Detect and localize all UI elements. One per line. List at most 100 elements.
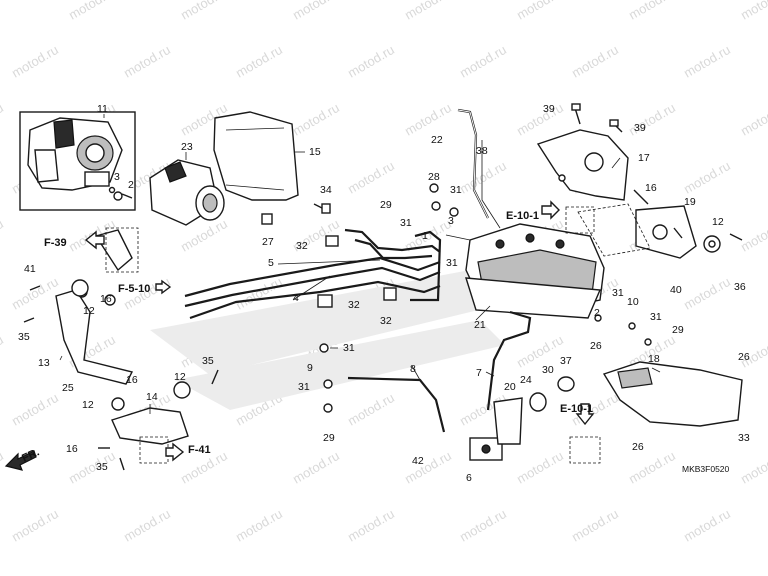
callout-29: 29 [323, 432, 335, 444]
callout-32: 32 [348, 299, 360, 311]
watermark-text: motod.ru [457, 42, 509, 81]
bolt-part [261, 203, 331, 225]
callout-34: 34 [320, 184, 332, 196]
washer-part [319, 183, 652, 413]
callout-13: 13 [38, 357, 50, 369]
watermark-text: motod.ru [402, 0, 454, 23]
watermark-text: motod.ru [738, 448, 768, 487]
diagram-code: MKB3F0520 [682, 464, 730, 474]
callout-31: 31 [612, 287, 624, 299]
brake-pipe-part [184, 228, 442, 320]
callout-23: 23 [181, 141, 193, 153]
callout-29: 29 [380, 199, 392, 211]
callout-9: 9 [307, 362, 313, 374]
watermark-text: motod.ru [402, 100, 454, 139]
callout-25: 25 [62, 382, 74, 394]
callout-31: 31 [650, 311, 662, 323]
watermark-text: motod.ru [233, 42, 285, 81]
callout-30: 30 [542, 364, 554, 376]
watermark-text: motod.ru [681, 506, 733, 545]
bolt-part [23, 285, 219, 471]
reference-label-f39: F-39 [44, 237, 67, 249]
callout-14: 14 [146, 391, 158, 403]
callout-33: 33 [738, 432, 750, 444]
watermark-text: motod.ru [121, 506, 173, 545]
callout-16: 16 [66, 443, 78, 455]
callout-26: 26 [590, 340, 602, 352]
callout-10: 10 [627, 296, 639, 308]
watermark-text: motod.ru [569, 506, 621, 545]
callout-22: 22 [431, 134, 443, 146]
front-marker-label: FR. [20, 446, 41, 464]
reference-label-e10-1-top: E-10-1 [506, 210, 539, 222]
plate-part [577, 203, 697, 259]
hose-part [457, 108, 489, 219]
callout-17: 17 [638, 152, 650, 164]
watermark-text: motod.ru [290, 100, 342, 139]
watermark-text: motod.ru [569, 42, 621, 81]
callout-31: 31 [343, 342, 355, 354]
watermark-text: motod.ru [457, 506, 509, 545]
watermark-text: motod.ru [345, 42, 397, 81]
cylinder-part [149, 159, 225, 226]
watermark-text: motod.ru [345, 390, 397, 429]
callout-16: 16 [645, 182, 657, 194]
callout-8: 8 [410, 363, 416, 375]
callout-32: 32 [380, 315, 392, 327]
callout-28: 28 [428, 171, 440, 183]
callout-20: 20 [504, 381, 516, 393]
reference-arrow [84, 200, 595, 462]
callout-2: 2 [594, 307, 600, 319]
watermark-text: motod.ru [681, 158, 733, 197]
callout-27: 27 [262, 236, 274, 248]
callout-12: 12 [83, 305, 95, 317]
callout-41: 41 [24, 263, 36, 275]
callout-1: 1 [422, 230, 428, 242]
callout-2: 2 [128, 179, 134, 191]
callout-29: 29 [672, 324, 684, 336]
watermark-text: motod.ru [9, 274, 61, 313]
bracket-part [55, 229, 134, 385]
callout-16: 16 [126, 374, 138, 386]
callout-16: 16 [100, 293, 112, 305]
callout-5: 5 [268, 257, 274, 269]
watermark-text: motod.ru [290, 0, 342, 23]
watermark-text: motod.ru [514, 332, 566, 371]
callout-21: 21 [474, 319, 486, 331]
brake-pipe-part [347, 310, 532, 433]
callout-38: 38 [476, 145, 488, 157]
bolt-part [571, 103, 683, 239]
callout-6: 6 [466, 472, 472, 484]
watermark-text: motod.ru [514, 448, 566, 487]
leader-lines [59, 114, 661, 414]
callout-3: 3 [448, 215, 454, 227]
watermark-text: motod.ru [66, 0, 118, 23]
watermark-text: motod.ru [738, 216, 768, 255]
callout-31: 31 [450, 184, 462, 196]
watermark-text: motod.ru [9, 390, 61, 429]
watermark-text: motod.ru [9, 42, 61, 81]
callout-32: 32 [296, 240, 308, 252]
callout-15: 15 [309, 146, 321, 158]
background-wing-logo [150, 270, 520, 410]
callout-37: 37 [560, 355, 572, 367]
bushing-part [71, 279, 191, 411]
callout-18: 18 [648, 353, 660, 365]
watermark-text: motod.ru [233, 506, 285, 545]
watermark-text: motod.ru [0, 216, 6, 255]
watermark-text: motod.ru [345, 506, 397, 545]
watermark-text: motod.ru [681, 42, 733, 81]
callout-36: 36 [734, 281, 746, 293]
callout-40: 40 [670, 284, 682, 296]
watermark-text: motod.ru [738, 100, 768, 139]
watermark-text: motod.ru [0, 448, 6, 487]
callout-12: 12 [712, 216, 724, 228]
watermark-text: motod.ru [0, 332, 6, 371]
callout-12: 12 [82, 399, 94, 411]
watermark-text: motod.ru [0, 0, 6, 23]
watermark-text: motod.ru [290, 448, 342, 487]
watermark-text: motod.ru [681, 274, 733, 313]
front-arrow-icon [4, 450, 37, 471]
watermark-text: motod.ru [178, 0, 230, 23]
